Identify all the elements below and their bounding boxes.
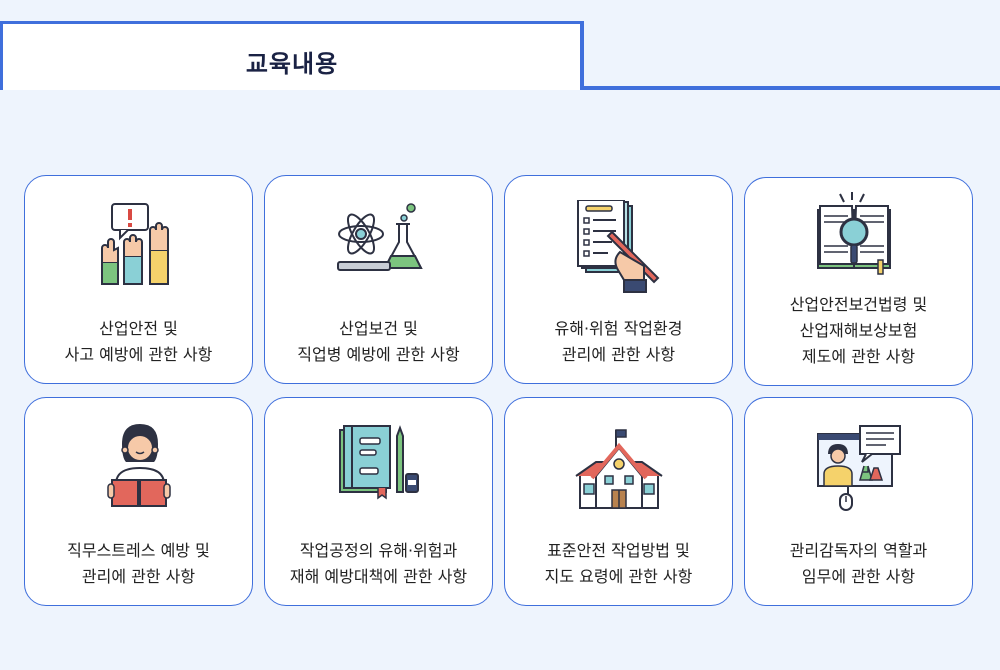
card-label: 작업공정의 유해·위험과 재해 예방대책에 관한 사항	[289, 541, 468, 586]
card-process-hazard-prevention[interactable]: 작업공정의 유해·위험과 재해 예방대책에 관한 사항	[264, 397, 493, 606]
tab-education-content[interactable]	[0, 21, 584, 90]
card-standard-work-method[interactable]: 표준안전 작업방법 및 지도 요령에 관한 사항	[504, 397, 733, 606]
card-label: 유해·위험 작업환경 관리에 관한 사항	[554, 319, 683, 364]
card-label: 산업안전 및 사고 예방에 관한 사항	[64, 319, 213, 364]
card-supervisor-role[interactable]: 관리감독자의 역할과 임무에 관한 사항	[744, 397, 973, 606]
card-label: 산업보건 및 직업병 예방에 관한 사항	[297, 319, 460, 364]
science-flask-icon	[265, 200, 492, 300]
checklist-icon	[505, 200, 732, 300]
book-magnifier-icon	[745, 190, 972, 290]
raised-hands-icon	[25, 200, 252, 300]
card-label: 관리감독자의 역할과 임무에 관한 사항	[789, 541, 928, 586]
card-safety-accident-prevention[interactable]: 산업안전 및 사고 예방에 관한 사항	[24, 175, 253, 384]
card-job-stress[interactable]: 직무스트레스 예방 및 관리에 관한 사항	[24, 397, 253, 606]
card-health-occupational-disease[interactable]: 산업보건 및 직업병 예방에 관한 사항	[264, 175, 493, 384]
school-building-icon	[505, 426, 732, 526]
notebook-pen-icon	[265, 422, 492, 522]
online-lecture-icon	[745, 424, 972, 524]
card-label: 직무스트레스 예방 및 관리에 관한 사항	[67, 541, 210, 586]
card-label: 표준안전 작업방법 및 지도 요령에 관한 사항	[544, 541, 693, 586]
page-title: 교육내용	[245, 50, 339, 78]
reading-person-icon	[25, 422, 252, 522]
card-safety-law-compensation[interactable]: 산업안전보건법령 및 산업재해보상보험 제도에 관한 사항	[744, 177, 973, 386]
card-label: 산업안전보건법령 및 산업재해보상보험 제도에 관한 사항	[789, 295, 928, 366]
card-hazardous-work-environment[interactable]: 유해·위험 작업환경 관리에 관한 사항	[504, 175, 733, 384]
